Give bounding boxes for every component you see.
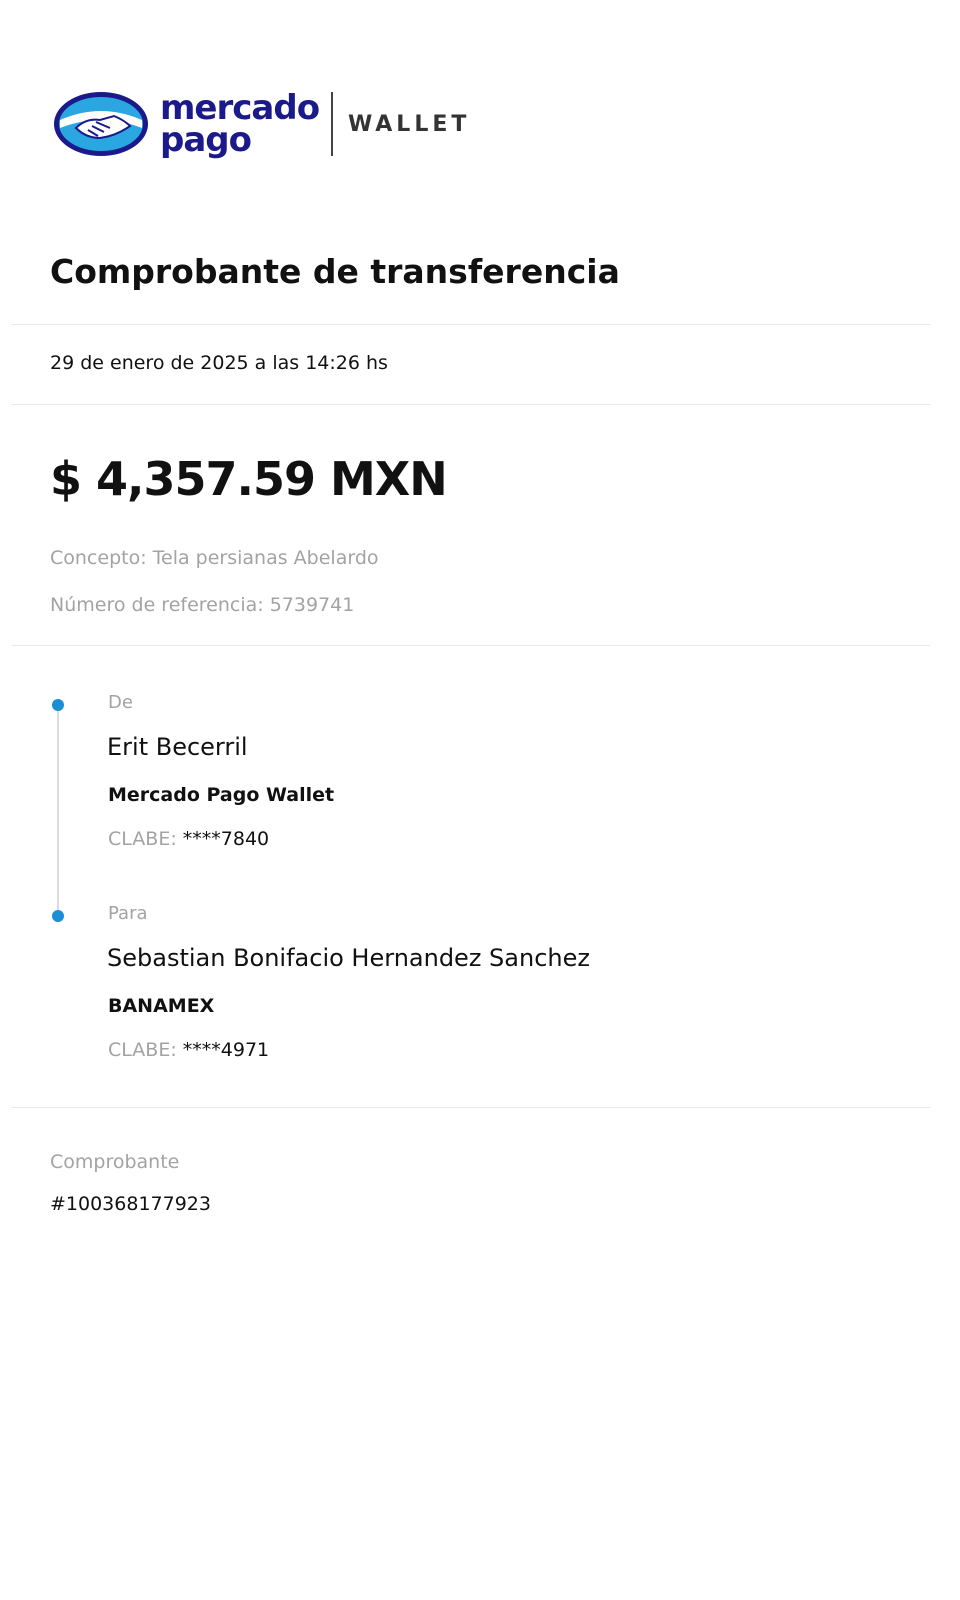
recipient-name: Sebastian Bonifacio Hernandez Sanchez <box>107 944 590 972</box>
recipient-clabe-label: CLABE: <box>108 1039 177 1061</box>
sender-label: De <box>108 692 133 713</box>
reference-number: Número de referencia: 5739741 <box>50 594 355 616</box>
recipient-bank: BANAMEX <box>108 995 215 1017</box>
divider <box>12 1107 930 1108</box>
receipt-number: #100368177923 <box>50 1193 211 1215</box>
timeline-dot-icon <box>52 910 64 922</box>
brand-product: WALLET <box>348 112 471 137</box>
sender-name: Erit Becerril <box>107 733 248 761</box>
logo-divider <box>331 92 333 156</box>
transfer-amount: $ 4,357.59 MXN <box>50 452 448 506</box>
recipient-label: Para <box>108 903 148 924</box>
recipient-clabe-value: ****4971 <box>182 1039 270 1061</box>
divider <box>12 645 930 646</box>
transfer-concept: Concepto: Tela persianas Abelardo <box>50 547 379 569</box>
transfer-date: 29 de enero de 2025 a las 14:26 hs <box>50 352 388 374</box>
sender-clabe-value: ****7840 <box>182 828 270 850</box>
brand-name-line1: mercado <box>160 88 320 128</box>
receipt-label: Comprobante <box>50 1151 180 1173</box>
timeline-dot-icon <box>52 699 64 711</box>
page-title: Comprobante de transferencia <box>50 252 620 291</box>
sender-clabe-label: CLABE: <box>108 828 177 850</box>
brand-name-line2: pago <box>160 120 252 160</box>
divider <box>12 404 930 405</box>
divider <box>12 324 930 325</box>
timeline-line <box>57 705 59 916</box>
sender-bank: Mercado Pago Wallet <box>108 784 335 806</box>
handshake-logo-icon <box>54 92 148 156</box>
